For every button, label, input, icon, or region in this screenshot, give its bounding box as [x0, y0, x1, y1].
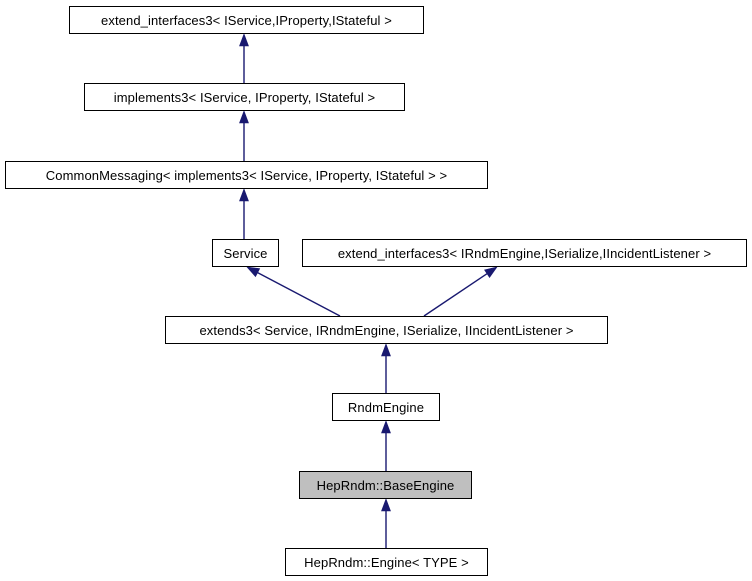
class-node-common_messaging[interactable]: CommonMessaging< implements3< IService, … — [5, 161, 488, 189]
class-node-extends3_service[interactable]: extends3< Service, IRndmEngine, ISeriali… — [165, 316, 608, 344]
inheritance-edge-extends3_service-to-service — [257, 271, 341, 317]
inheritance-arrowhead-icon — [239, 33, 249, 47]
class-node-label: Service — [223, 245, 268, 261]
class-node-implements3_service[interactable]: implements3< IService, IProperty, IState… — [84, 83, 405, 111]
inheritance-arrowhead-icon — [246, 266, 261, 278]
class-node-extend_interfaces3_service[interactable]: extend_interfaces3< IService,IProperty,I… — [69, 6, 424, 34]
inheritance-arrowhead-icon — [239, 110, 249, 124]
inheritance-arrowhead-icon — [381, 420, 391, 434]
inheritance-arrowhead-icon — [381, 498, 391, 512]
class-node-label: extend_interfaces3< IService,IProperty,I… — [101, 12, 392, 28]
inheritance-arrowhead-icon — [381, 343, 391, 357]
class-node-label: extends3< Service, IRndmEngine, ISeriali… — [199, 322, 574, 338]
inheritance-arrowhead-icon — [239, 188, 249, 202]
class-node-hep_rndm_base_engine[interactable]: HepRndm::BaseEngine — [299, 471, 472, 499]
class-node-rndm_engine[interactable]: RndmEngine — [332, 393, 440, 421]
inheritance-arrowhead-icon — [484, 266, 498, 278]
class-node-hep_rndm_engine_type[interactable]: HepRndm::Engine< TYPE > — [285, 548, 488, 576]
inheritance-edge-extends3_service-to-extend_interfaces3_rndm — [423, 273, 488, 317]
class-node-label: extend_interfaces3< IRndmEngine,ISeriali… — [337, 245, 712, 261]
class-node-service[interactable]: Service — [212, 239, 279, 267]
class-node-label: HepRndm::Engine< TYPE > — [304, 554, 469, 570]
class-node-extend_interfaces3_rndm[interactable]: extend_interfaces3< IRndmEngine,ISeriali… — [302, 239, 747, 267]
class-node-label: RndmEngine — [347, 399, 425, 415]
class-node-label: HepRndm::BaseEngine — [316, 477, 455, 493]
class-node-label: CommonMessaging< implements3< IService, … — [45, 167, 448, 183]
class-node-label: implements3< IService, IProperty, IState… — [113, 89, 376, 105]
